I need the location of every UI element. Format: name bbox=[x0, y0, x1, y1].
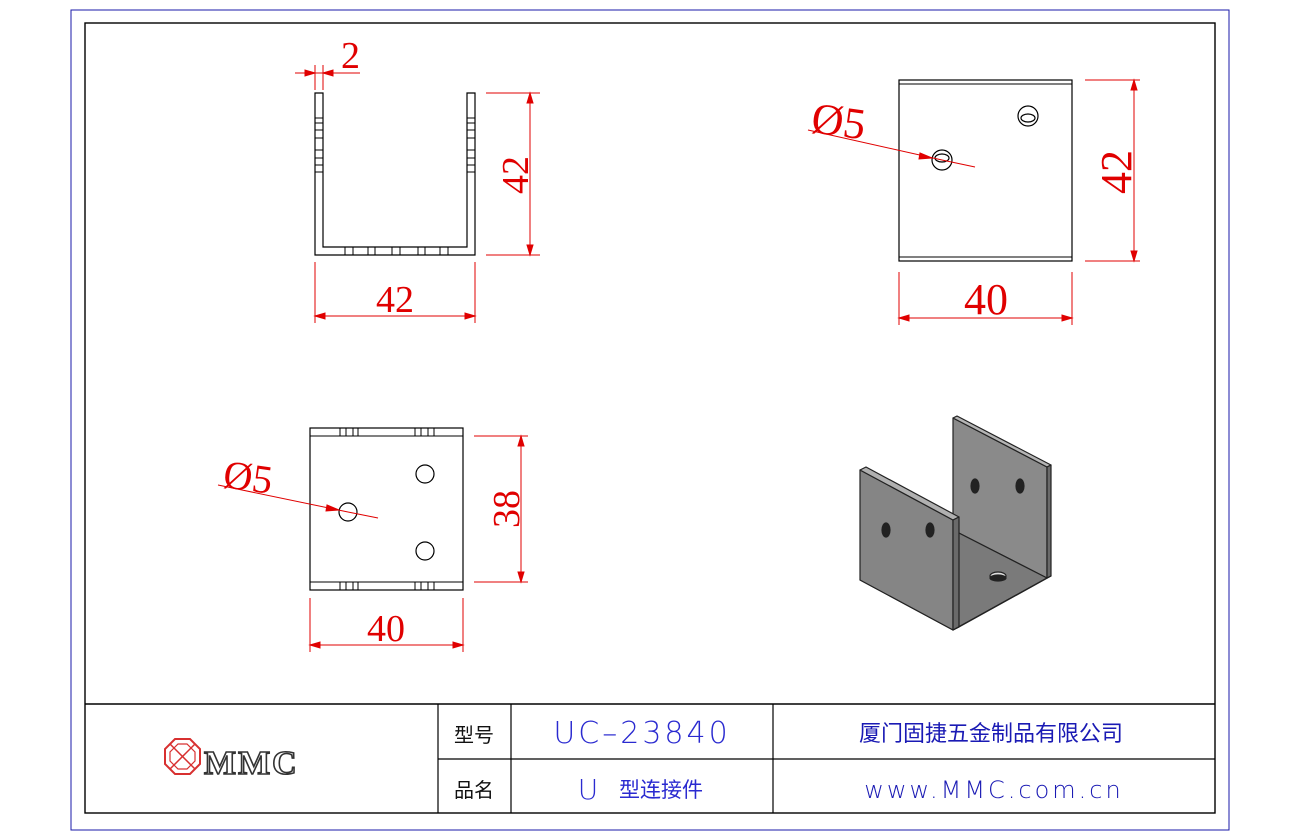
model-label: 型号 bbox=[454, 723, 494, 747]
dim-thickness-label: 2 bbox=[341, 35, 360, 77]
website-text: www.MMC.com.cn bbox=[864, 776, 1123, 804]
dim-side-hole-label: Ø5 bbox=[809, 93, 869, 149]
name-prefix: U bbox=[578, 773, 599, 806]
dim-bottom-hole-label: Ø5 bbox=[221, 451, 276, 502]
dim-side-width-label: 40 bbox=[964, 275, 1008, 324]
bottom-view: Ø5 38 40 bbox=[217, 427, 528, 652]
company-name: 厦门固捷五金制品有限公司 bbox=[859, 722, 1123, 747]
inner-frame bbox=[84, 22, 1216, 814]
octagon-cross-logo-icon bbox=[164, 738, 201, 775]
isometric-view bbox=[859, 415, 1052, 631]
name-value: 型连接件 bbox=[619, 778, 703, 802]
model-value: UC–23840 bbox=[553, 716, 730, 751]
front-view: 2 42 42 bbox=[295, 35, 540, 323]
dim-side-height-label: 42 bbox=[1092, 150, 1141, 194]
logo-text: MMC bbox=[204, 745, 299, 782]
dim-bottom-height-label: 38 bbox=[486, 490, 528, 528]
name-label: 品名 bbox=[454, 778, 494, 802]
side-view: Ø5 42 40 bbox=[807, 78, 1141, 325]
dim-front-height-label: 42 bbox=[495, 156, 537, 194]
title-block: MMC 型号 UC–23840 品名 U 型连接件 厦门固捷五金制品有限公司 w… bbox=[85, 703, 1215, 813]
outer-border bbox=[70, 9, 1230, 831]
dim-front-width-label: 42 bbox=[376, 279, 414, 321]
dim-bottom-width-label: 40 bbox=[367, 608, 405, 650]
